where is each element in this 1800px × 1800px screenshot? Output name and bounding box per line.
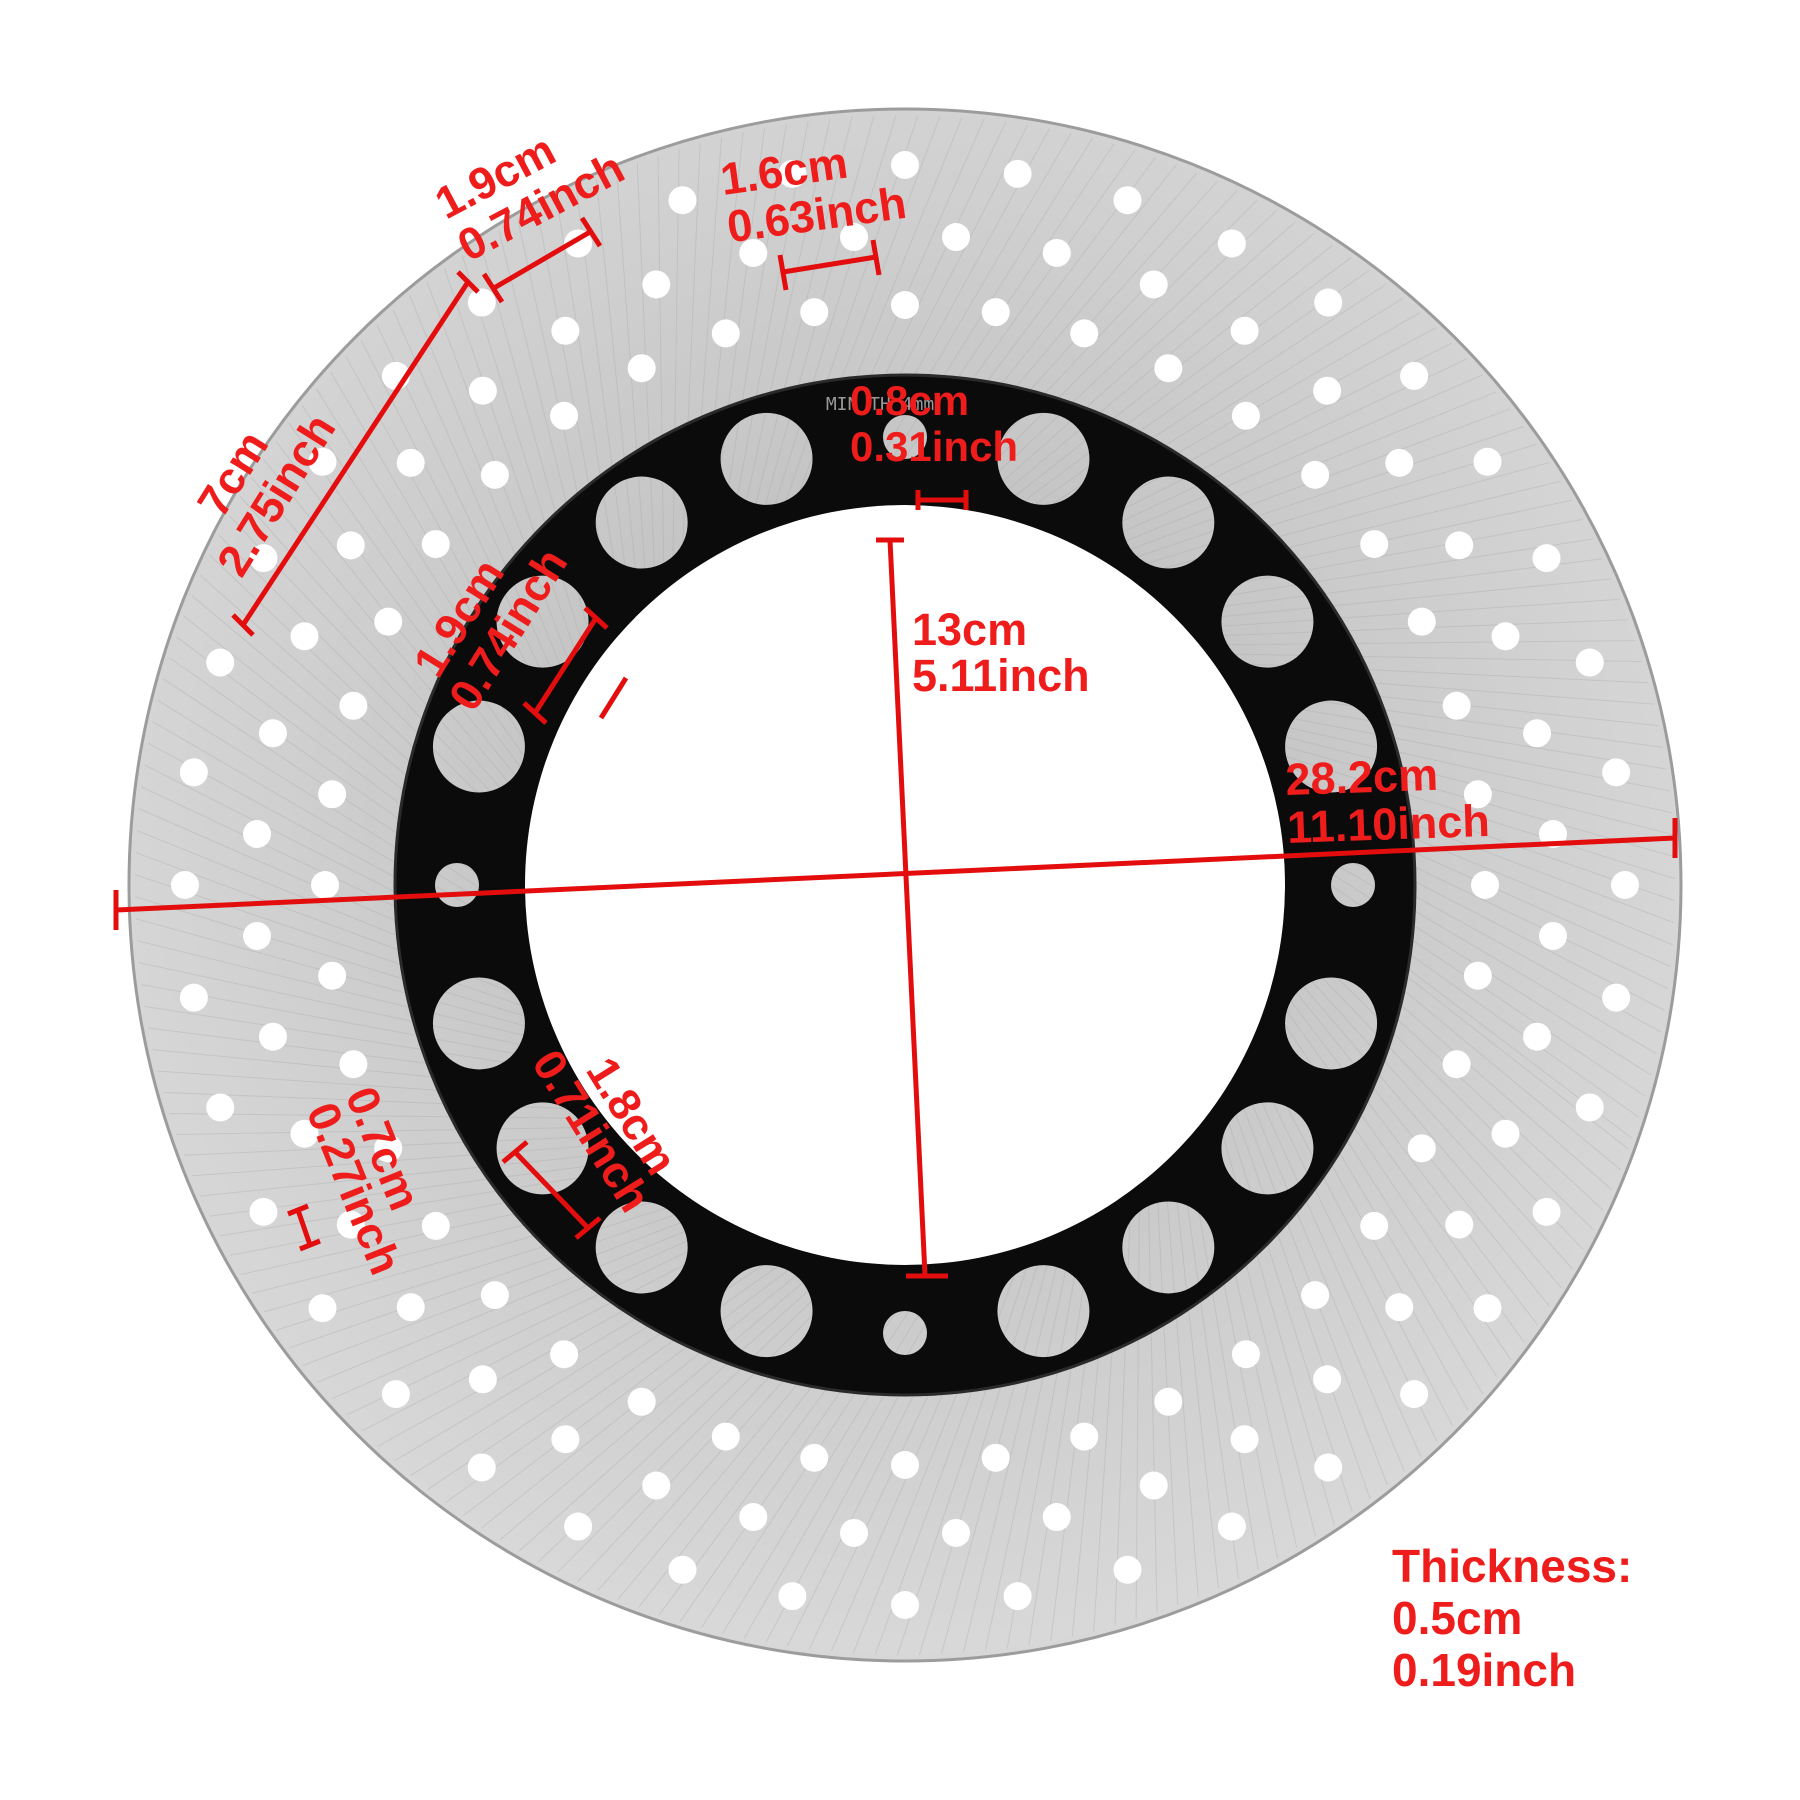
- svg-text:0.5cm: 0.5cm: [1392, 1592, 1522, 1644]
- inner-diameter-label: 13cm 5.11inch: [912, 604, 1090, 701]
- drill-hole-line: [295, 1209, 313, 1246]
- dimension-lines: [113, 216, 1678, 1279]
- svg-text:28.2cm: 28.2cm: [1285, 749, 1439, 805]
- svg-text:Thickness:: Thickness:: [1392, 1540, 1632, 1592]
- outer-hole-spacing-line: [492, 229, 592, 291]
- svg-text:13cm: 13cm: [912, 604, 1027, 655]
- carrier-hole-lower-line: [513, 1150, 590, 1230]
- carrier-hole-upper-line: [532, 616, 599, 715]
- band-width-line: [240, 280, 471, 627]
- small-hole-label: 0.8cm 0.31inch: [850, 377, 1018, 470]
- svg-text:11.10inch: 11.10inch: [1286, 795, 1490, 853]
- svg-text:0.8cm: 0.8cm: [850, 377, 969, 424]
- thickness-label: Thickness: 0.5cm 0.19inch: [1392, 1540, 1632, 1696]
- outer-diameter-line: [115, 835, 1676, 913]
- outer-hole-pitch-line: [782, 254, 877, 275]
- outer-diameter-label: 28.2cm 11.10inch: [1285, 749, 1491, 853]
- svg-text:5.11inch: 5.11inch: [912, 650, 1090, 701]
- svg-text:0.31inch: 0.31inch: [850, 423, 1018, 470]
- engraving-text: MIN TH 4mm: [826, 394, 934, 415]
- inner-diameter-line: [887, 539, 928, 1276]
- svg-text:0.19inch: 0.19inch: [1392, 1644, 1576, 1696]
